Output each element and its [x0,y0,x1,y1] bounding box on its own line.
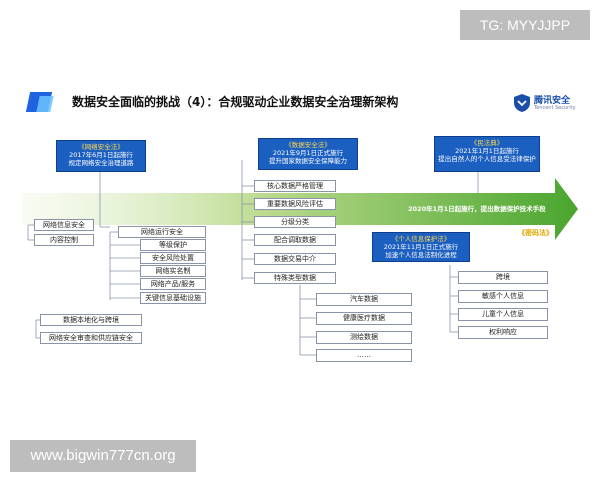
slide-title: 数据安全面临的挑战（4）：合规驱动企业数据安全治理新架构 [72,95,399,109]
cyber-item: 内容控制 [34,234,94,246]
law-date: 2021年1月1日起施行 [455,147,519,155]
arrow-annotation: 2020年1月1日起施行，提出数据保护技术手段 [408,205,546,213]
watermark-top: TG: MYYJJPP [460,10,590,40]
cyber-item: 网络信息安全 [34,219,94,231]
cyber-security-law-box: 《网络安全法》 2017年6月1日起施行 规定网络安全治理道路 [56,140,146,172]
cyber-sub-item: 网络实名制 [140,265,206,277]
pipl-item: 权利响应 [458,326,548,339]
brand-logo: 腾讯安全 Tencent Security [512,92,588,116]
civil-code-box: 《民法典》 2021年1月1日起施行 提出自然人的个人信息受法律保护 [434,136,540,172]
law-name: 《个人信息保护法》 [391,235,451,243]
pipl-item: 跨境 [458,271,548,284]
law-desc: 提出自然人的个人信息受法律保护 [438,155,536,163]
special-data-item: …… [316,349,412,362]
law-date: 2017年6月1日起施行 [69,151,133,159]
cyber-sub-item: 等级保护 [140,239,206,251]
law-date: 2021年9月1日正式施行 [272,149,344,157]
brand-name: 腾讯安全 [534,96,571,106]
pipl-item: 敏感个人信息 [458,290,548,303]
cryptography-law-tag: 《密码法》 [518,229,553,237]
data-security-law-box: 《数据安全法》 2021年9月1日正式施行 提升国家数据安全保障能力 [258,138,358,170]
cyber-sub-item: 关键信息基础设施 [140,292,206,304]
pipl-box: 《个人信息保护法》 2021年11月1日正式施行 加速个人信息法制化进程 [372,232,470,262]
data-law-item: 数据交易中介 [254,253,336,265]
cyber-bottom-item: 网络安全审查和供应链安全 [40,332,142,344]
brand-subtitle: Tencent Security [534,105,576,111]
cyber-sub-item: 网络产品/服务 [140,278,206,290]
special-data-item: 健康医疗数据 [316,312,412,325]
law-desc: 加速个人信息法制化进程 [385,251,457,259]
law-date: 2021年11月1日正式施行 [383,243,459,251]
data-law-item: 分级分类 [254,216,336,228]
cyber-sub-item: 安全风险处置 [140,252,206,264]
data-law-item: 重要数据风险评估 [254,198,336,210]
data-law-item: 核心数据严格管理 [254,180,336,192]
cyber-sub-item: 网络运行安全 [118,226,206,238]
pipl-item: 儿童个人信息 [458,308,548,321]
law-desc: 提升国家数据安全保障能力 [269,157,347,165]
law-name: 《数据安全法》 [285,141,331,149]
watermark-bottom: www.bigwin777cn.org [10,440,196,472]
special-data-item: 汽车数据 [316,293,412,306]
law-name: 《民法典》 [470,139,504,147]
law-desc: 规定网络安全治理道路 [68,159,134,167]
data-law-item: 配合调取数据 [254,234,336,246]
cyber-bottom-item: 数据本地化与跨境 [40,314,142,326]
data-law-item: 特殊类型数据 [254,272,336,284]
special-data-item: 测绘数据 [316,331,412,344]
shield-icon [514,94,530,112]
law-name: 《网络安全法》 [78,143,124,151]
